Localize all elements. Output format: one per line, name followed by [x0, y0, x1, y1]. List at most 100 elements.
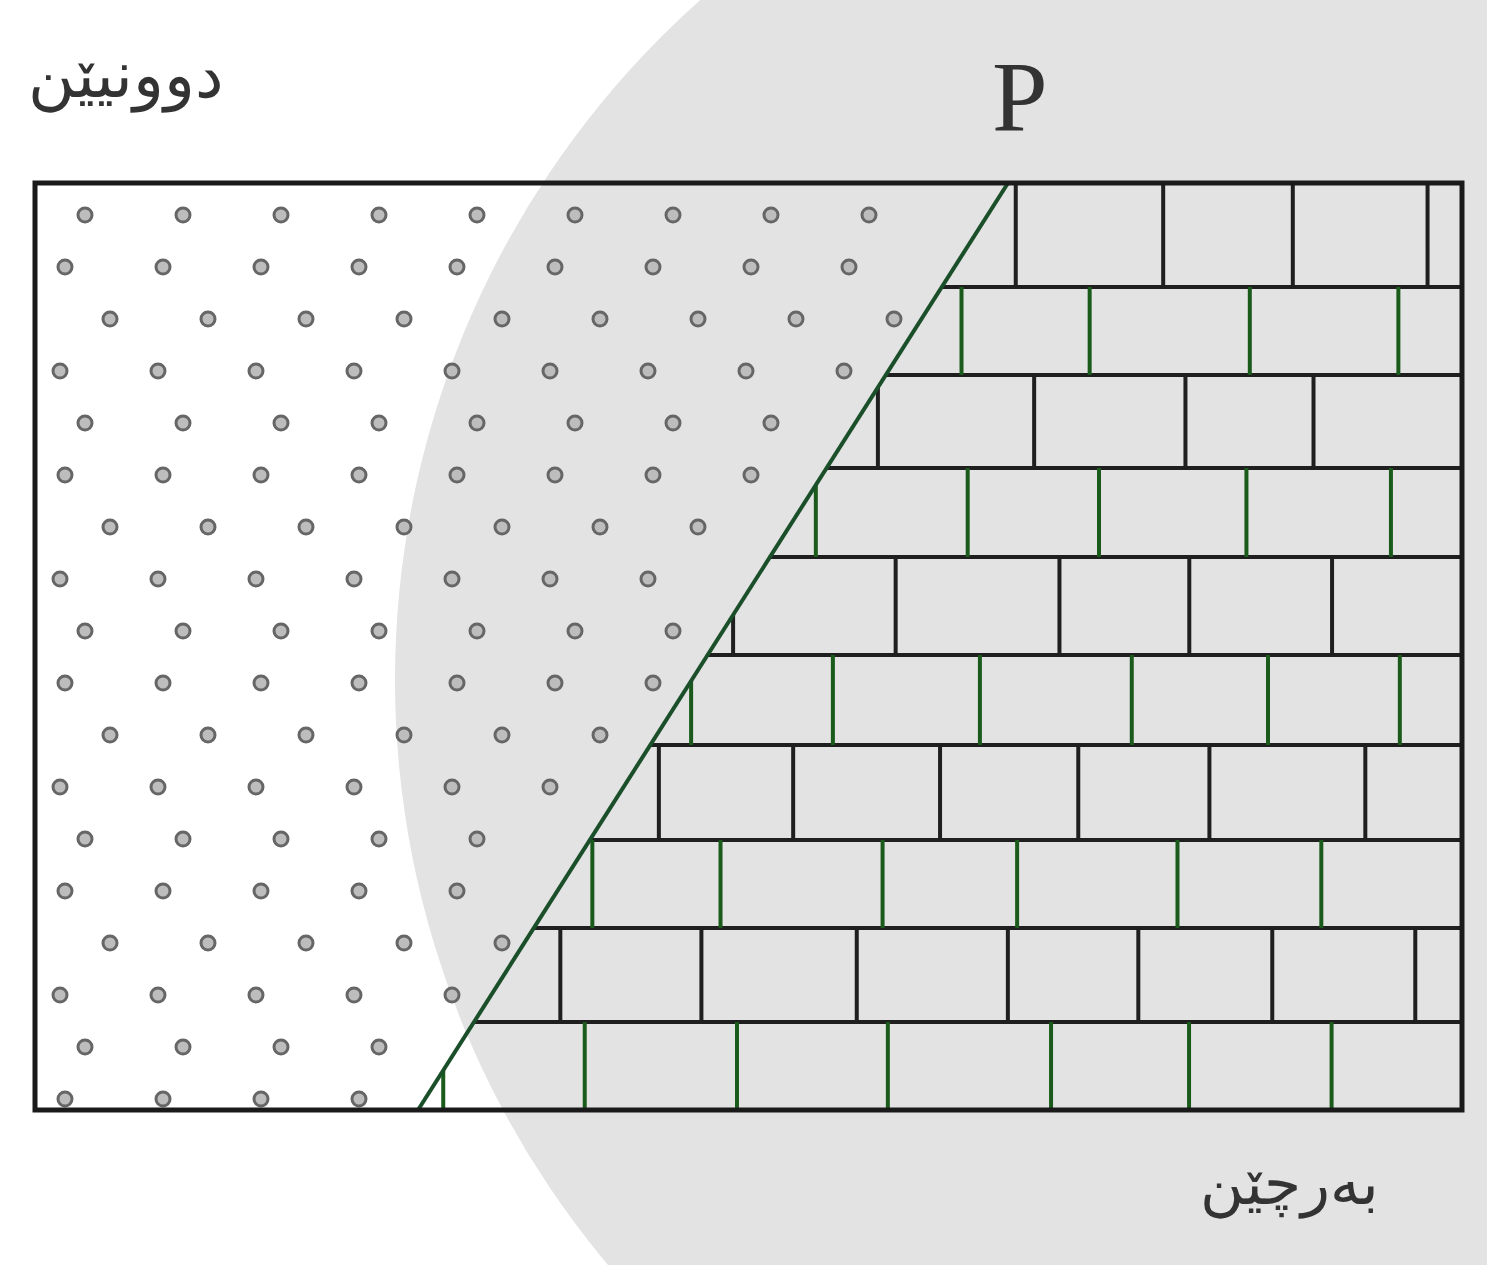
brick-line	[35, 926, 1462, 930]
particle	[372, 832, 386, 846]
particle	[151, 780, 165, 794]
particle	[666, 208, 680, 222]
brick-line	[1175, 840, 1179, 928]
brick-line	[978, 655, 982, 745]
brick-line	[1389, 468, 1393, 557]
particle	[593, 312, 607, 326]
brick-line	[1270, 928, 1274, 1022]
brick-line	[1319, 840, 1323, 928]
particle	[862, 208, 876, 222]
particle	[837, 364, 851, 378]
brick-line	[831, 655, 835, 745]
brick-line	[1187, 1022, 1191, 1110]
particle	[103, 936, 117, 950]
boundary-line	[418, 183, 1008, 1110]
particle	[299, 936, 313, 950]
particle	[445, 988, 459, 1002]
particle	[58, 260, 72, 274]
particle	[445, 780, 459, 794]
particle	[201, 312, 215, 326]
brick-line	[1413, 928, 1417, 1022]
brick-line	[719, 840, 723, 928]
particle	[543, 364, 557, 378]
particle	[156, 260, 170, 274]
brick-line	[1057, 557, 1061, 655]
particle	[495, 520, 509, 534]
particle	[543, 572, 557, 586]
particle	[352, 1092, 366, 1106]
brick-line	[731, 557, 735, 655]
brick-line	[855, 928, 859, 1022]
particle	[274, 416, 288, 430]
brick-line	[1136, 928, 1140, 1022]
particle	[397, 728, 411, 742]
brick-line	[894, 557, 898, 655]
particle	[470, 624, 484, 638]
particle	[201, 520, 215, 534]
particle	[53, 364, 67, 378]
brick-line	[657, 745, 661, 840]
particle	[450, 260, 464, 274]
particle	[646, 260, 660, 274]
particle	[53, 572, 67, 586]
particle	[445, 572, 459, 586]
particle	[156, 884, 170, 898]
brick-line	[1161, 183, 1165, 287]
brick-line	[1330, 1022, 1334, 1110]
particle	[450, 468, 464, 482]
particle	[397, 520, 411, 534]
brick-line	[1183, 375, 1187, 468]
brick-line	[1291, 183, 1295, 287]
particle	[254, 260, 268, 274]
particle	[249, 572, 263, 586]
particle	[372, 1040, 386, 1054]
particle	[249, 780, 263, 794]
particle	[641, 572, 655, 586]
particle	[347, 988, 361, 1002]
particle	[201, 728, 215, 742]
brick-line	[960, 287, 964, 375]
particle	[739, 364, 753, 378]
wave-label: P	[992, 42, 1048, 152]
shaded-region	[395, 0, 1487, 1265]
particle	[764, 208, 778, 222]
particle	[274, 624, 288, 638]
brick-line	[1396, 287, 1400, 375]
particle	[568, 416, 582, 430]
particle	[646, 676, 660, 690]
particle	[274, 1040, 288, 1054]
particle	[495, 728, 509, 742]
particle	[254, 1092, 268, 1106]
particle	[445, 364, 459, 378]
brick-line	[1088, 287, 1092, 375]
brick-line	[699, 928, 703, 1022]
particle	[176, 208, 190, 222]
brick-line	[1014, 183, 1018, 287]
particle	[744, 468, 758, 482]
brick-line	[1187, 557, 1191, 655]
particle	[593, 728, 607, 742]
region-label: بەرچێن	[1200, 1150, 1379, 1216]
particle	[352, 468, 366, 482]
particle	[299, 728, 313, 742]
particle	[103, 728, 117, 742]
brick-line	[881, 840, 885, 928]
particle	[156, 676, 170, 690]
particle	[470, 416, 484, 430]
brick-line	[1244, 468, 1248, 557]
brick-line	[35, 1020, 1462, 1024]
particle	[274, 832, 288, 846]
particle	[156, 1092, 170, 1106]
particle	[352, 676, 366, 690]
particle	[691, 520, 705, 534]
particle	[254, 676, 268, 690]
particle	[78, 208, 92, 222]
particle	[789, 312, 803, 326]
particle	[495, 936, 509, 950]
particle	[249, 364, 263, 378]
particle	[58, 676, 72, 690]
particle	[299, 312, 313, 326]
particle	[176, 416, 190, 430]
particle	[103, 312, 117, 326]
brick-line	[1330, 557, 1334, 655]
